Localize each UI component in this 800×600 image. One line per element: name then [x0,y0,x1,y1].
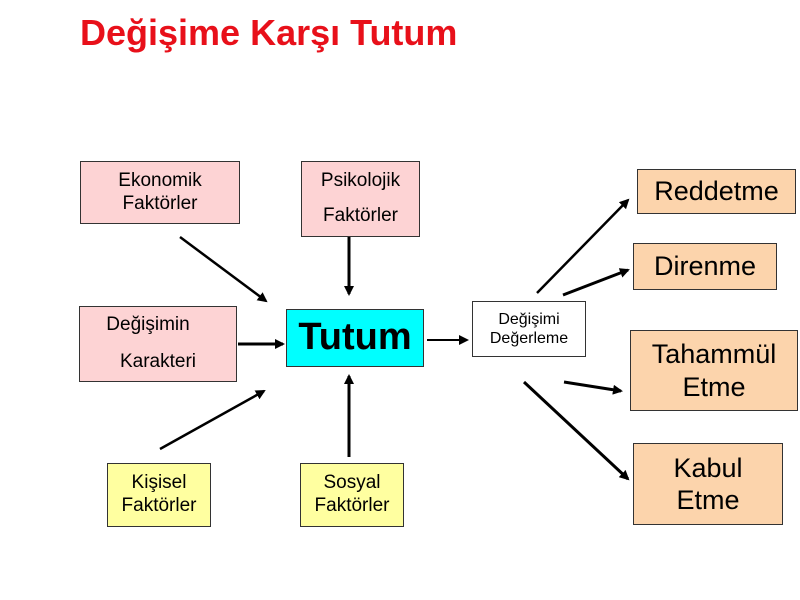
diagram-title: Değişime Karşı Tutum [80,12,458,53]
outcome-kabul-line2: Etme [676,485,740,515]
evaluation-box: Değişimi Değerleme [472,301,586,357]
outcome-direnme: Direnme [633,243,777,290]
outcome-kabul-line1: Kabul [673,452,743,483]
outcome-reddetme: Reddetme [637,169,796,214]
outcome-tahammul-line2: Etme [682,371,746,402]
outcome-reddetme-label: Reddetme [654,176,779,207]
arrow-to-reddetme [536,198,630,294]
factor-psikolojik: Psikolojik Faktörler [301,161,420,237]
outcome-tahammul: Tahammül Etme [630,330,798,411]
factor-sosyal: Sosyal Faktörler [300,463,404,527]
outcome-tahammul-line1: Tahammül [651,339,777,370]
factor-psikolojik-line1: Psikolojik [320,170,401,192]
outcome-direnme-label: Direnme [653,251,757,282]
factor-ekonomik: Ekonomik Faktörler [80,161,240,224]
center-tutum-label: Tutum [298,316,412,359]
factor-sosyal-line2: Faktörler [314,495,390,516]
arrow-to-tahammul [563,380,623,395]
arrow-kisisel-to-tutum [159,389,266,451]
factor-ekonomik-line1: Ekonomik [118,169,202,191]
factor-karakter-line1: Değişimin [106,314,190,336]
outcome-kabul: Kabul Etme [633,443,783,525]
arrow-to-kabul [522,380,630,481]
factor-psikolojik-line2: Faktörler [323,205,398,226]
evaluation-line1: Değişimi [498,310,560,328]
factor-kisisel-line2: Faktörler [121,495,197,516]
factor-kisisel-line1: Kişisel [131,472,187,494]
factor-kisisel: Kişisel Faktörler [107,463,211,527]
factor-karakter-line2: Karakteri [119,351,197,372]
center-tutum: Tutum [286,309,424,367]
arrow-ekonomik-to-tutum [179,235,268,303]
arrow-to-direnme [562,268,630,297]
factor-ekonomik-line2: Faktörler [122,192,198,214]
factor-sosyal-line1: Sosyal [323,472,381,494]
factor-degisimin-karakteri: Değişimin Karakteri [79,306,237,382]
evaluation-line2: Değerleme [489,330,569,347]
